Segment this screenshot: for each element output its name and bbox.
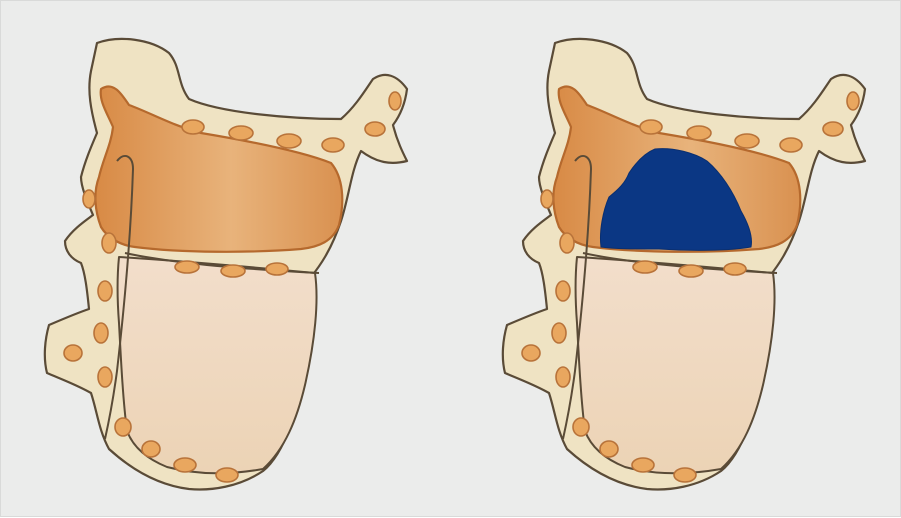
right-panel-anatomy <box>503 39 865 490</box>
left-panel-anatomy <box>45 39 407 490</box>
left-panel <box>45 39 407 490</box>
right-panel <box>503 39 865 490</box>
